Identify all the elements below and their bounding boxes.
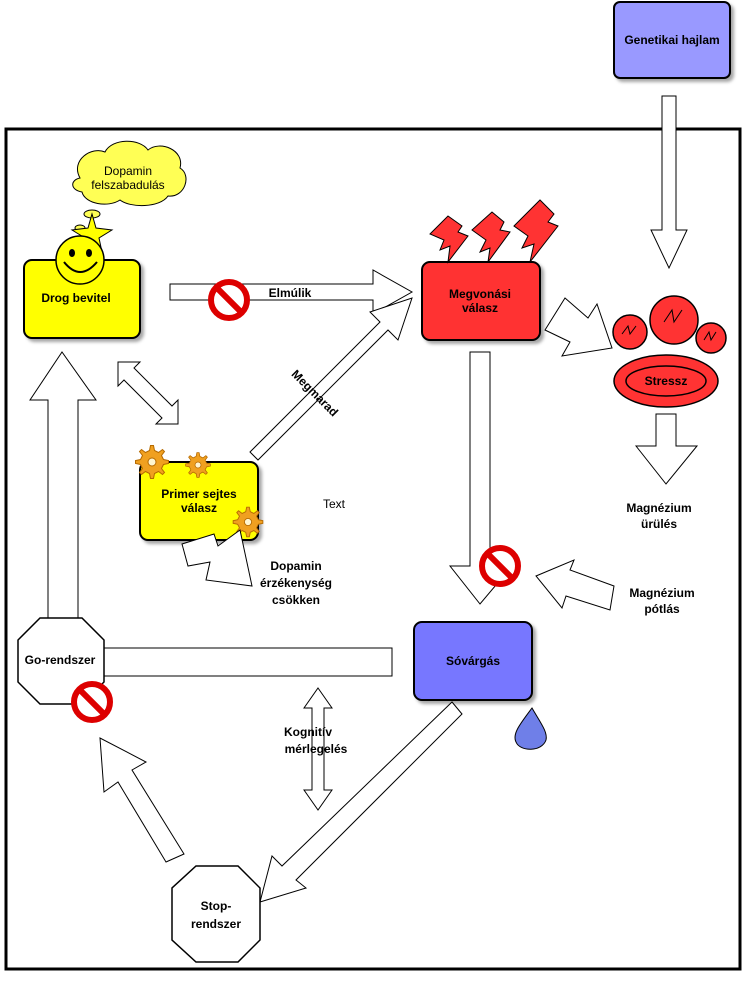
stress-label: Stressz <box>645 374 688 388</box>
arrow-drug-primary <box>117 361 179 425</box>
arrow-magnesium-supply <box>535 559 615 611</box>
cognitive-line1: Kognitív <box>284 725 332 739</box>
withdrawal-line1: Megvonási <box>449 287 511 301</box>
stress-shape[interactable] <box>612 295 727 408</box>
primary-cell-line1: Primer sejtes <box>161 487 237 501</box>
arrow-primary-to-withdrawal <box>249 297 413 461</box>
magnesium-supply-line1: Magnézium <box>629 586 694 600</box>
arrow-cognitive <box>303 687 333 811</box>
arrow-stop-to-go <box>99 737 185 863</box>
arrow-withdrawal-to-stress <box>544 297 613 357</box>
text-placeholder: Text <box>323 497 346 511</box>
craving-box[interactable] <box>413 621 533 701</box>
stop-system-line2: rendszer <box>191 917 241 931</box>
primary-cell-line2: válasz <box>181 501 217 515</box>
prohibit-icon-withdrawal <box>482 548 518 584</box>
stop-system-node[interactable] <box>171 865 261 963</box>
arrow-craving-to-go <box>79 647 393 677</box>
drop-icon <box>514 707 547 750</box>
arrow-stress-to-depletion <box>634 413 699 485</box>
smiley-icon <box>55 212 114 285</box>
dopamine-sensitivity-line2: érzékenység <box>260 576 332 590</box>
prohibit-icon-go <box>74 684 110 720</box>
dopamine-release-cloud <box>72 140 187 206</box>
prohibit-icon-passes <box>211 282 247 318</box>
dopamine-release-line2: felszabadulás <box>91 178 164 192</box>
arrow-craving-to-stop <box>259 701 463 903</box>
dopamine-sensitivity-line3: csökken <box>272 593 320 607</box>
genetic-label: Genetikai hajlam <box>624 33 719 47</box>
drug-intake-label: Drog bevitel <box>41 291 110 305</box>
arrow-genetic-to-stress <box>650 95 688 270</box>
magnesium-depletion-line2: ürülés <box>641 517 677 531</box>
arrow-primary-to-sensitivity <box>181 529 253 587</box>
withdrawal-line2: válasz <box>462 301 498 315</box>
cognitive-line2: mérlegelés <box>285 742 348 756</box>
arrow-drug-to-withdrawal <box>169 269 414 315</box>
passes-label: Elmúlik <box>269 286 312 300</box>
dopamine-sensitivity-line1: Dopamin <box>270 559 321 573</box>
main-frame <box>4 127 742 971</box>
dopamine-release-line1: Dopamin <box>104 164 152 178</box>
magnesium-supply-line2: pótlás <box>644 602 680 616</box>
genetic-box[interactable] <box>613 1 731 79</box>
withdrawal-box[interactable] <box>421 261 541 341</box>
arrow-go-to-drug <box>29 351 97 619</box>
magnesium-depletion-line1: Magnézium <box>626 501 691 515</box>
craving-label: Sóvárgás <box>446 654 500 668</box>
go-system-label: Go-rendszer <box>25 653 96 667</box>
stop-system-line1: Stop- <box>201 899 232 913</box>
lightning-icon <box>429 199 559 264</box>
